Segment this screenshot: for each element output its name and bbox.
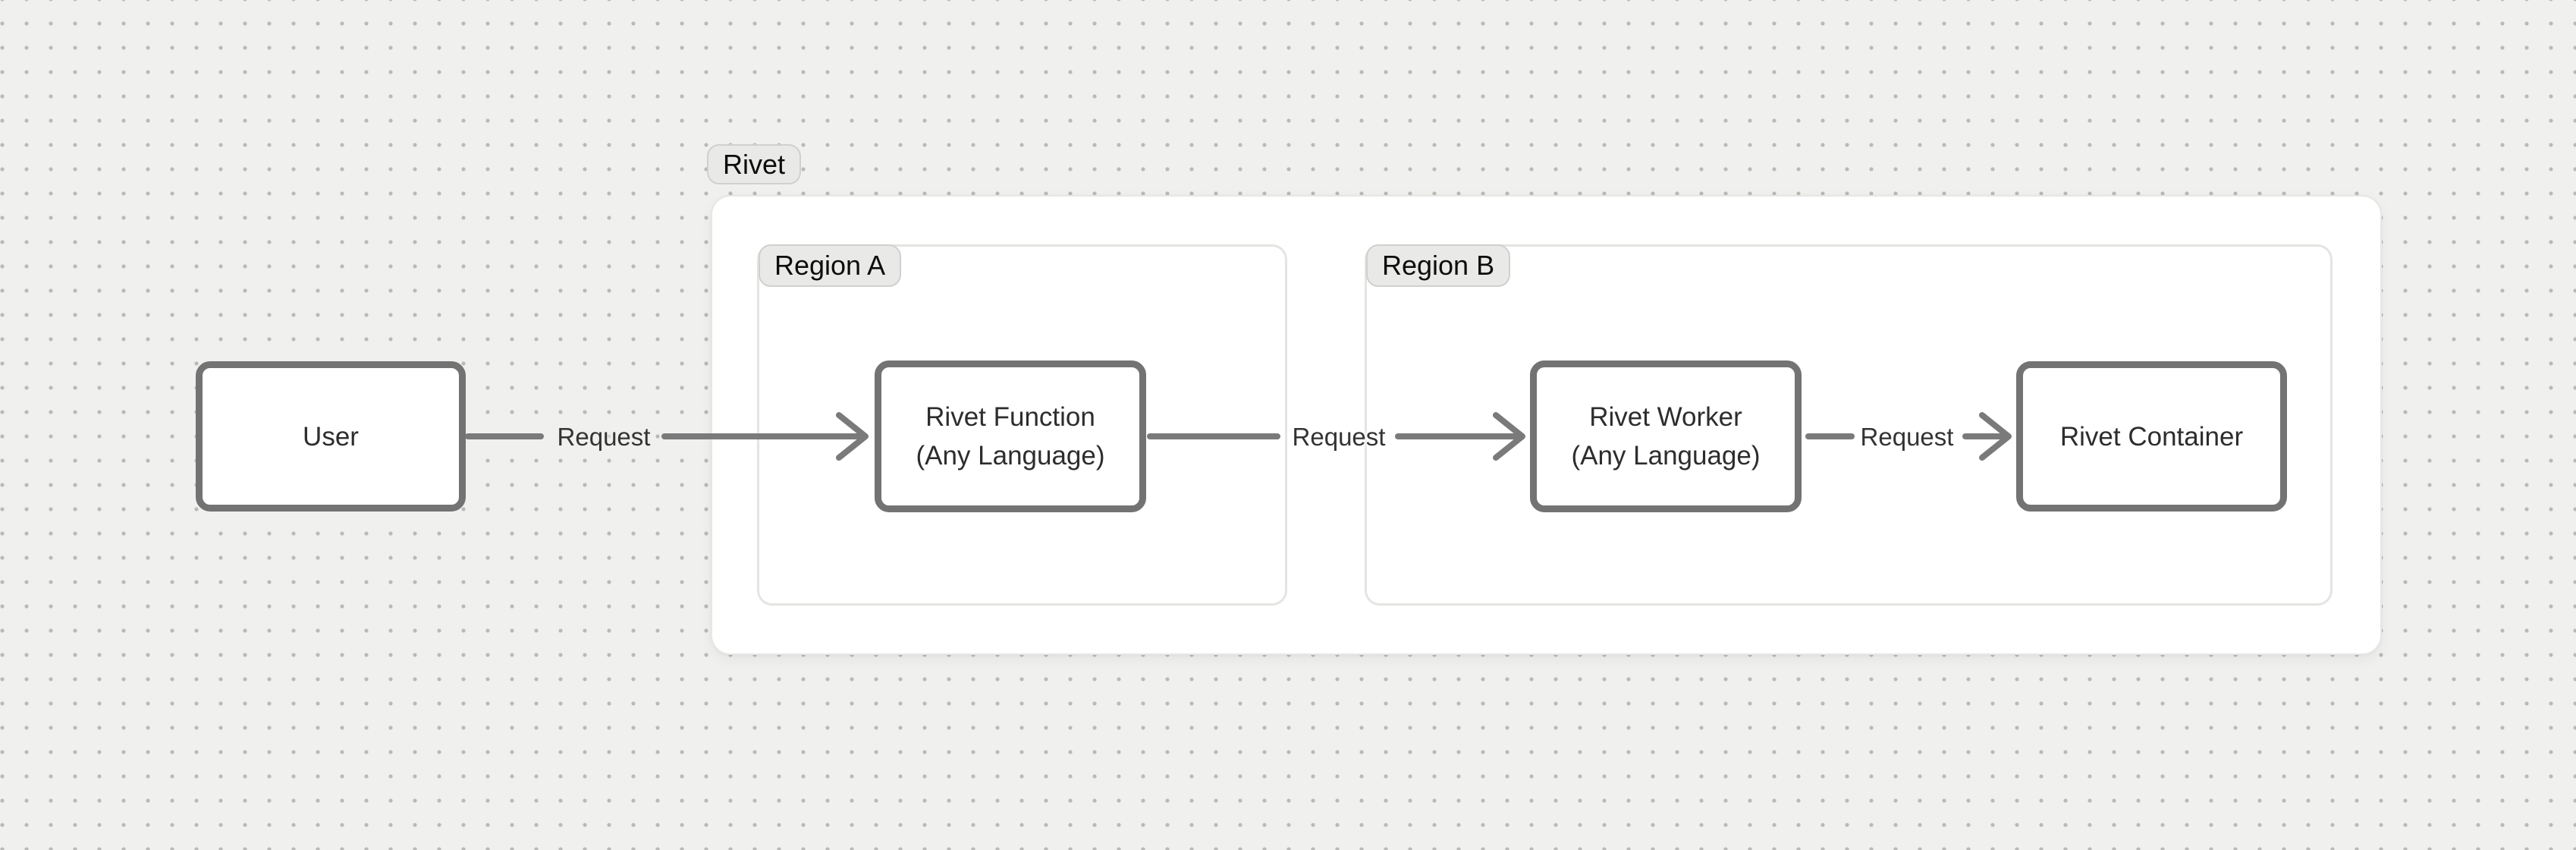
region-b-label: Region B (1366, 244, 1511, 287)
node-rivet-function-subtitle: (Any Language) (916, 441, 1105, 471)
node-rivet-worker-title: Rivet Worker (1589, 402, 1742, 432)
node-rivet-worker-subtitle: (Any Language) (1571, 441, 1761, 471)
edge-label-request-1: Request (557, 423, 651, 451)
node-rivet-container: Rivet Container (2016, 361, 2287, 512)
region-a-label: Region A (759, 244, 902, 287)
node-rivet-function-title: Rivet Function (925, 402, 1095, 432)
node-rivet-container-title: Rivet Container (2059, 421, 2244, 452)
region-b (1365, 244, 2333, 606)
group-label-rivet: Rivet (707, 144, 802, 184)
node-user-title: User (303, 421, 359, 452)
region-a (757, 244, 1287, 606)
edge-label-request-2: Request (1292, 423, 1386, 451)
edge-label-request-3: Request (1860, 423, 1954, 451)
node-rivet-worker: Rivet Worker (Any Language) (1530, 360, 1802, 512)
node-user: User (196, 361, 466, 512)
node-rivet-function: Rivet Function (Any Language) (875, 360, 1146, 512)
